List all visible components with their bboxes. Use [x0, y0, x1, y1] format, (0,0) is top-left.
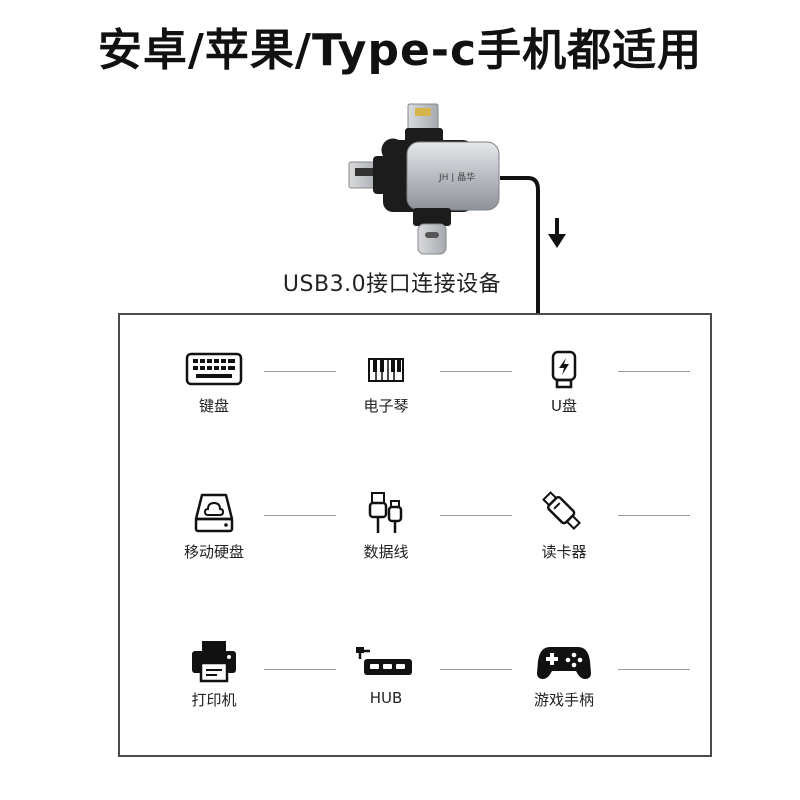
device-keyboard: 键盘: [154, 349, 274, 416]
device-label: 打印机: [191, 691, 237, 709]
device-label: 电子琴: [363, 397, 409, 415]
gamepad-icon: [537, 647, 591, 679]
hard-drive-icon: [194, 493, 234, 533]
device-label: 键盘: [198, 397, 229, 415]
device-usb-hub: HUB: [326, 639, 446, 707]
divider-line: [264, 669, 336, 670]
device-label: HUB: [369, 689, 403, 707]
device-gamepad: 游戏手柄: [504, 639, 624, 710]
device-card-reader: 读卡器: [504, 491, 624, 562]
arrow-down-icon: [548, 218, 566, 248]
device-data-cable: 数据线: [326, 491, 446, 562]
usb-drive-icon: [551, 350, 577, 389]
divider-line: [440, 515, 512, 516]
keyboard-icon: [185, 352, 243, 386]
device-label: 移动硬盘: [183, 543, 244, 561]
usb-caption: USB3.0接口连接设备: [282, 272, 502, 297]
adapter-brand-text: JH | 晶华: [438, 171, 475, 183]
device-label: 数据线: [363, 543, 409, 561]
headline: 安卓/苹果/Type-c手机都适用: [97, 25, 703, 76]
piano-icon: [368, 358, 404, 382]
device-piano: 电子琴: [326, 349, 446, 416]
divider-line: [618, 669, 690, 670]
divider-line: [264, 515, 336, 516]
device-usb-drive: U盘: [504, 349, 624, 416]
divider-line: [618, 515, 690, 516]
usb-cable: [500, 176, 540, 316]
divider-line: [440, 371, 512, 372]
otg-adapter-illustration: JH | 晶华: [348, 103, 500, 255]
device-hard-drive: 移动硬盘: [154, 491, 274, 562]
printer-icon: [192, 641, 236, 683]
usb-hub-icon: [356, 647, 412, 675]
device-label: 游戏手柄: [533, 691, 594, 709]
device-label: 读卡器: [541, 543, 587, 561]
device-label: U盘: [551, 397, 577, 415]
data-cable-icon: [368, 492, 403, 533]
card-reader-icon: [542, 491, 581, 530]
divider-line: [440, 669, 512, 670]
divider-line: [618, 371, 690, 372]
divider-line: [264, 371, 336, 372]
device-printer: 打印机: [154, 639, 274, 710]
device-panel: 键盘 电子琴 U盘 移动硬盘: [118, 313, 712, 757]
